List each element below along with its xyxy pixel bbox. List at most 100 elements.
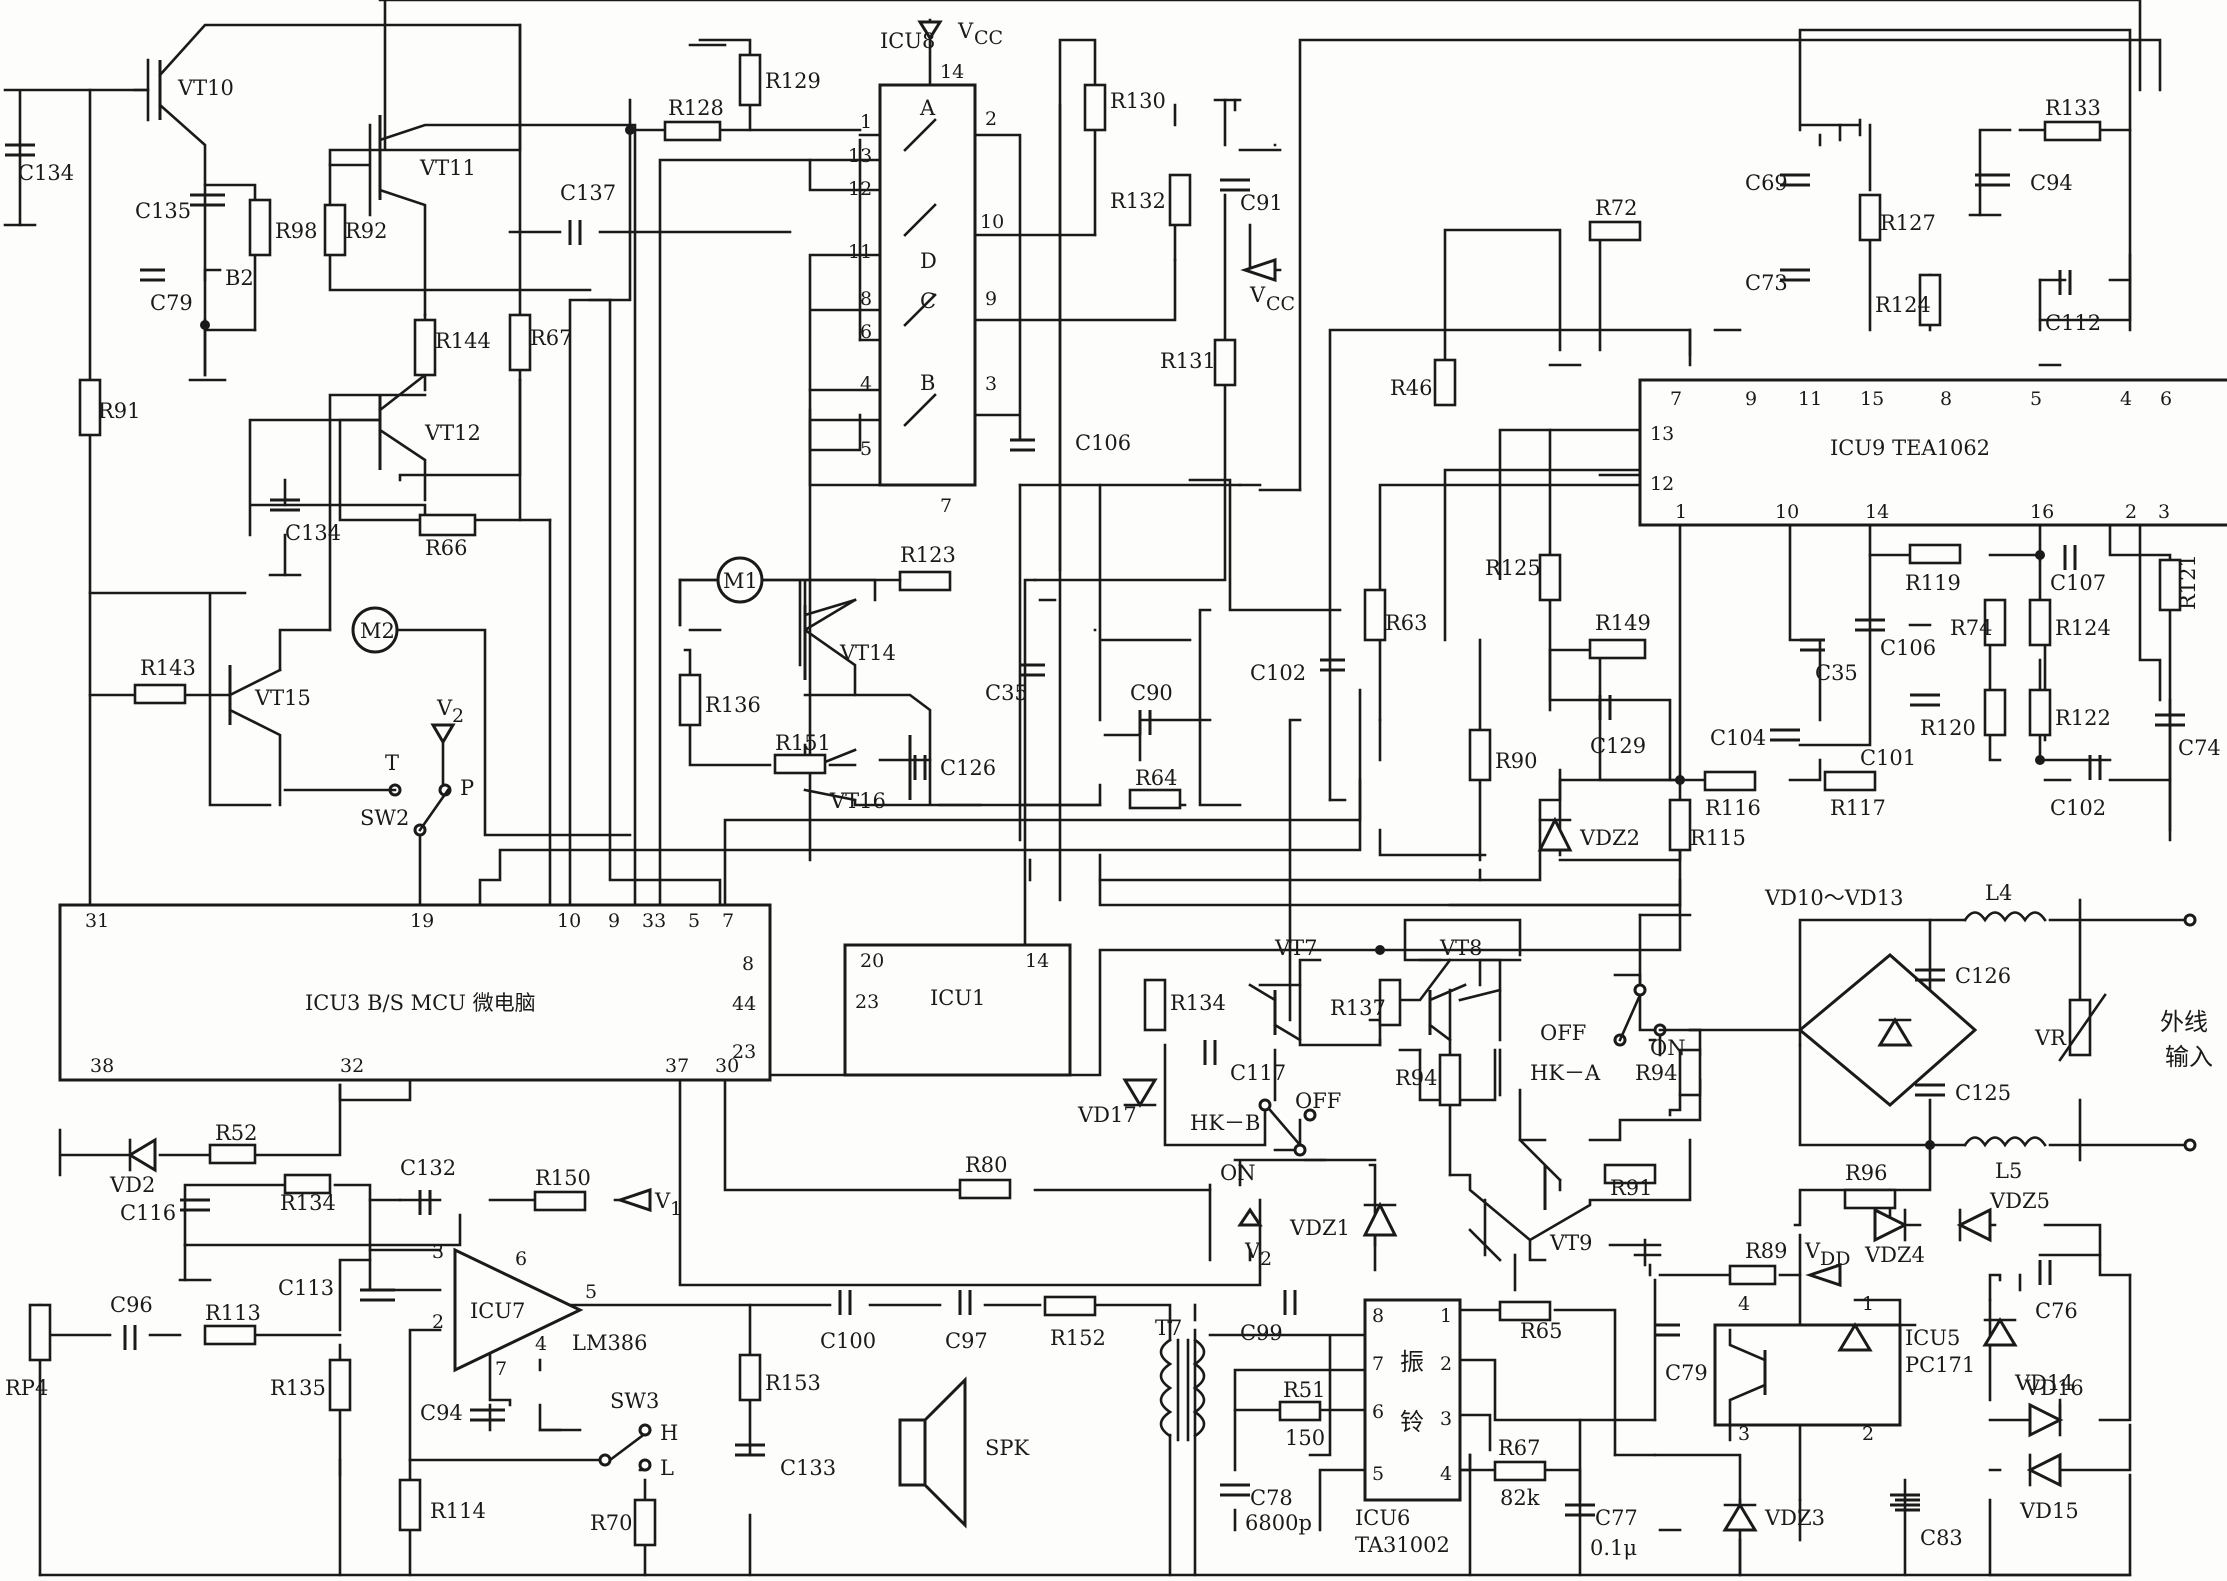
icu3-pin38: 38	[90, 1055, 114, 1077]
r129-body	[738, 53, 762, 107]
label-c101: C101	[1860, 746, 1916, 770]
icu1-name: ICU1	[930, 986, 985, 1010]
label-r134b: R134	[280, 1191, 336, 1215]
label-vt12: VT12	[424, 421, 481, 445]
r134b-body	[283, 1173, 332, 1195]
label-vd14: VD14	[2014, 1371, 2074, 1395]
label-sw3-l: L	[660, 1456, 674, 1480]
label-r152: R152	[1050, 1326, 1106, 1350]
icu6-pin7: 7	[1372, 1353, 1384, 1375]
label-r125: R125	[1485, 556, 1541, 580]
grounds	[3, 20, 2062, 1532]
label-hkb: HK－B	[1190, 1111, 1260, 1135]
icu5-pin2: 2	[1862, 1423, 1874, 1445]
icu6-inner-2: 铃	[1400, 1408, 1424, 1436]
label-r153: R153	[765, 1371, 821, 1395]
vcc-arrow-2	[1240, 257, 1277, 283]
icu9-pin1: 1	[1675, 501, 1687, 523]
icu8-pin2: 2	[985, 108, 997, 130]
label-l5: L5	[1995, 1159, 2022, 1183]
r65-body	[1498, 1300, 1552, 1322]
vr-body	[2068, 998, 2092, 1057]
icu8-switches	[903, 118, 937, 427]
r64-body	[1128, 788, 1182, 810]
icu1-pin14: 14	[1025, 950, 1049, 972]
icu8-pin3: 3	[985, 373, 997, 395]
r125-body	[1538, 553, 1562, 602]
label-r114: R114	[430, 1499, 486, 1523]
label-r129: R129	[765, 69, 821, 93]
label-c94a: C94	[2030, 171, 2073, 195]
label-c134b: C134	[285, 521, 341, 545]
icu9-pin12: 12	[1650, 473, 1674, 495]
label-vt9: VT9	[1549, 1231, 1593, 1255]
r122-body	[2028, 688, 2052, 737]
rp4-body	[28, 1303, 52, 1362]
label-c133: C133	[780, 1456, 836, 1480]
r117-body	[1823, 770, 1877, 792]
icu8-pin5: 5	[860, 438, 872, 460]
label-c126b: C126	[1955, 964, 2011, 988]
icu8-switch-b: B	[920, 371, 935, 395]
label-r90: R90	[1495, 749, 1538, 773]
icu9-pin10: 10	[1775, 501, 1799, 523]
label-r94b: R94	[1635, 1061, 1678, 1085]
label-vt8: VT8	[1439, 936, 1483, 960]
icu6-pin3: 3	[1440, 1408, 1452, 1430]
icu6-body	[1363, 1298, 1462, 1502]
label-r144: R144	[435, 329, 491, 353]
icu6-pin6: 6	[1372, 1401, 1384, 1423]
icu8-vcc-sub: CC	[974, 27, 1003, 49]
label-r115: R115	[1690, 826, 1746, 850]
icu9-pin13: 13	[1650, 423, 1674, 445]
icu3-pin37: 37	[665, 1055, 689, 1077]
label-vdz1: VDZ1	[1289, 1216, 1350, 1240]
label-r98: R98	[275, 219, 318, 243]
label-r63: R63	[1385, 611, 1428, 635]
icu1-pin20: 20	[860, 950, 884, 972]
devices	[351, 556, 2197, 1529]
r143-body	[133, 683, 187, 705]
icu8-vcc: V	[957, 19, 974, 43]
label-c116: C116	[120, 1201, 176, 1225]
icu9-pin2: 2	[2125, 501, 2137, 523]
label-r134a: R134	[1170, 991, 1226, 1015]
r123-body	[898, 570, 952, 592]
label-outside-2: 输入	[2165, 1043, 2213, 1071]
label-vd17: VD17	[1077, 1103, 1137, 1127]
r92-body	[323, 203, 347, 257]
label-c35a: C35	[985, 681, 1028, 705]
label-c79b: C79	[1665, 1361, 1708, 1385]
label-r128: R128	[668, 96, 724, 120]
r72-body	[1588, 220, 1642, 242]
icu5-name: ICU5	[1905, 1326, 1960, 1350]
label-c77: C77	[1595, 1506, 1638, 1530]
vcc-arrow-1	[917, 20, 943, 41]
label-c100: C100	[820, 1329, 876, 1353]
r115-body	[1668, 798, 1692, 852]
label-r137: R137	[1330, 996, 1386, 1020]
icu6-pin4: 4	[1440, 1463, 1452, 1485]
icu5-pin3: 3	[1738, 1423, 1750, 1445]
r51-body	[1278, 1400, 1322, 1422]
label-vd16: VD16	[2024, 1376, 2084, 1400]
label-c78: C78	[1250, 1486, 1293, 1510]
icu5-pin4: 4	[1738, 1293, 1750, 1315]
label-r91a: R91	[98, 399, 141, 423]
r130-body	[1083, 83, 1107, 132]
label-c90: C90	[1130, 681, 1173, 705]
r153-body	[738, 1353, 762, 1402]
capacitors	[5, 143, 2185, 1517]
icu3-pin10: 10	[557, 910, 581, 932]
label-c94b: C94	[420, 1401, 463, 1425]
label-r91b: R91	[1610, 1176, 1653, 1200]
r98-body	[248, 198, 272, 257]
label-c97: C97	[945, 1329, 988, 1353]
r135-body	[328, 1358, 352, 1412]
label-r136: R136	[705, 693, 761, 717]
label-c126a: C126	[940, 756, 996, 780]
r133-body	[2043, 120, 2102, 142]
r96-body	[1843, 1188, 1897, 1210]
icu3-pin30: 30	[715, 1055, 739, 1077]
